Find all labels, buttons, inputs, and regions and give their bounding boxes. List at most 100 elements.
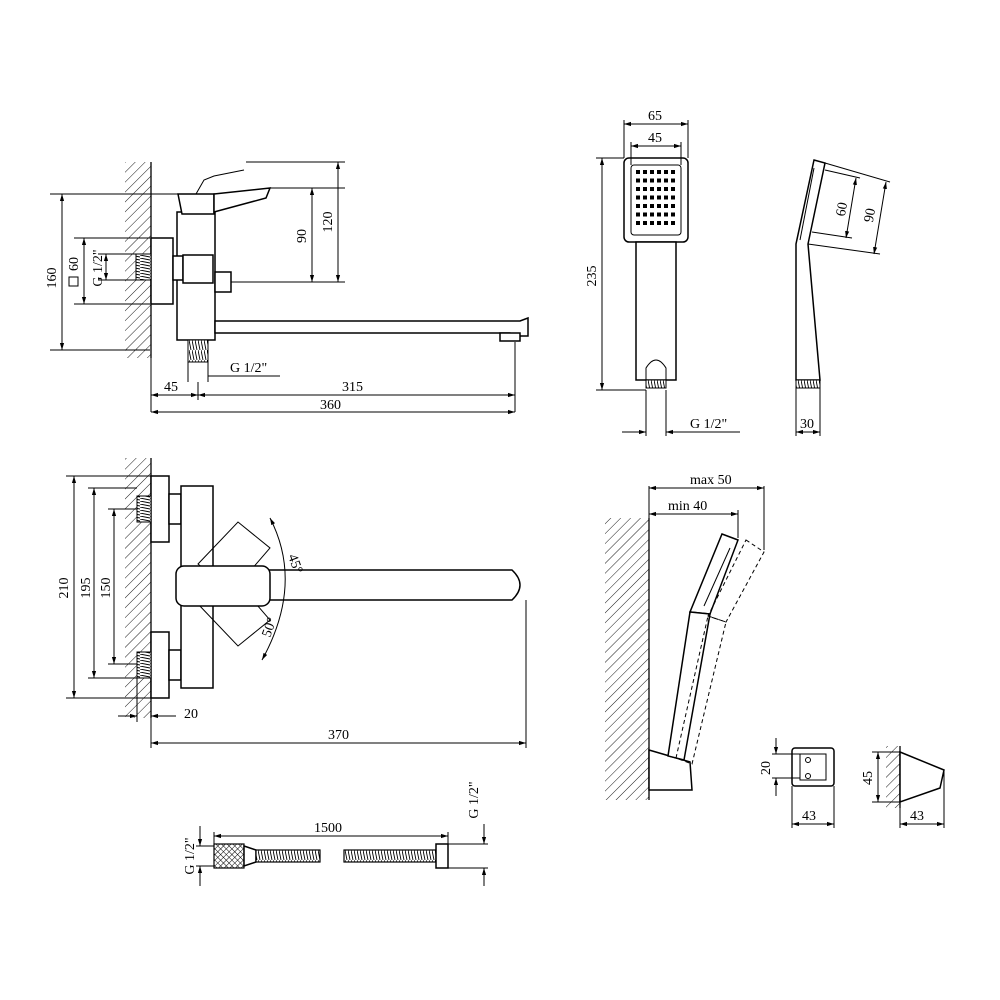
- bracket-side: 45 43: [861, 746, 945, 828]
- nozzle: [636, 212, 640, 217]
- dim-370: 370: [328, 728, 349, 743]
- dim-65: 65: [648, 109, 662, 124]
- nozzle: [657, 170, 661, 174]
- dim-bracket-43-side: 43: [910, 809, 924, 824]
- shower-solid: [688, 533, 739, 615]
- nozzle: [636, 170, 640, 174]
- bottom-thread: [187, 339, 209, 363]
- nozzle: [636, 187, 640, 191]
- connector-nut: [172, 255, 184, 281]
- hose-left: [255, 849, 321, 863]
- lever-handle: [177, 193, 215, 215]
- nozzle: [643, 187, 647, 191]
- nozzle: [664, 204, 668, 208]
- dim-min-40: min 40: [668, 499, 707, 514]
- dim-160: 160: [45, 268, 60, 289]
- nozzle: [657, 221, 661, 225]
- wall-holder-view: max 50 min 40: [605, 473, 765, 800]
- dim-195: 195: [79, 578, 94, 599]
- nozzle: [671, 204, 675, 208]
- nozzle: [636, 221, 640, 225]
- dim-20: 20: [184, 707, 198, 722]
- nozzle: [664, 187, 668, 191]
- nozzle: [671, 221, 675, 225]
- nozzle: [643, 195, 647, 200]
- hose-right: [343, 849, 437, 863]
- nozzle: [643, 204, 647, 208]
- nozzle: [650, 187, 654, 191]
- dim-thread-side: G 1/2": [91, 249, 106, 286]
- nozzle: [657, 178, 661, 183]
- nozzle: [643, 221, 647, 225]
- nozzle: [657, 187, 661, 191]
- bracket-front-body: [791, 747, 835, 787]
- dim-thread-hose-left: G 1/2": [183, 837, 198, 874]
- handle-top: [175, 565, 271, 607]
- thread-stub: [135, 253, 152, 281]
- nozzle-grid: [636, 170, 675, 225]
- nozzle: [650, 204, 654, 208]
- dim-bracket-43-front: 43: [802, 809, 816, 824]
- nozzle: [671, 212, 675, 217]
- nozzle: [650, 221, 654, 225]
- nozzle: [664, 170, 668, 174]
- shower-dashed: [707, 539, 765, 623]
- bracket-front: 20 43: [759, 738, 835, 828]
- nozzle: [671, 187, 675, 191]
- nozzle: [643, 212, 647, 217]
- nozzle: [636, 178, 640, 183]
- shower-profile: 60 90 30: [795, 159, 891, 436]
- dim-face-90: 90: [862, 207, 879, 223]
- dim-square-60: 60: [67, 257, 82, 271]
- wall-hatch-bracket: [886, 746, 900, 808]
- wall-hatch-holder: [605, 518, 649, 800]
- nozzle: [657, 195, 661, 200]
- dim-bracket-20: 20: [759, 761, 774, 775]
- shower-head-front: 65 45 235 G 1/2": [585, 109, 740, 436]
- spout-top: [212, 569, 521, 601]
- spout: [214, 316, 529, 337]
- dim-45-head: 45: [648, 131, 662, 146]
- nozzle: [650, 212, 654, 217]
- nozzle: [643, 178, 647, 183]
- dim-30: 30: [800, 417, 814, 432]
- nozzle: [664, 195, 668, 200]
- lever-arm: [213, 187, 272, 213]
- dim-1500: 1500: [314, 821, 342, 836]
- hose-end-knurled: [213, 843, 245, 869]
- dim-150: 150: [99, 578, 114, 599]
- dim-angle-50: 50°: [260, 616, 281, 640]
- dim-120: 120: [321, 212, 336, 233]
- diverter-knob: [214, 271, 232, 293]
- dim-angle-45: 45°: [284, 552, 305, 576]
- dim-315: 315: [342, 380, 363, 395]
- dim-thread-hose-right: G 1/2": [467, 781, 482, 818]
- dim-45: 45: [164, 380, 178, 395]
- nozzle: [664, 221, 668, 225]
- dim-thread-head: G 1/2": [690, 417, 727, 432]
- dim-360: 360: [320, 398, 341, 413]
- profile-outline: [795, 159, 826, 381]
- nozzle: [671, 195, 675, 200]
- nozzle: [671, 178, 675, 183]
- dim-90: 90: [295, 229, 310, 243]
- nozzle: [664, 178, 668, 183]
- nozzle: [657, 212, 661, 217]
- nozzle: [671, 170, 675, 174]
- nozzle: [650, 170, 654, 174]
- hose-view: 1500 G 1/2" G 1/2": [183, 781, 488, 886]
- shower-face: [623, 157, 689, 243]
- dim-bracket-45: 45: [861, 771, 876, 785]
- nozzle: [636, 204, 640, 208]
- square-symbol: [68, 276, 79, 287]
- dim-210: 210: [57, 578, 72, 599]
- handle-thread: [645, 379, 667, 389]
- bracket-side-body: [899, 750, 945, 804]
- nozzle: [636, 195, 640, 200]
- nozzle: [650, 178, 654, 183]
- dim-face-60: 60: [834, 201, 851, 217]
- nozzle: [643, 170, 647, 174]
- dim-max-50: max 50: [690, 473, 732, 488]
- nozzle: [657, 204, 661, 208]
